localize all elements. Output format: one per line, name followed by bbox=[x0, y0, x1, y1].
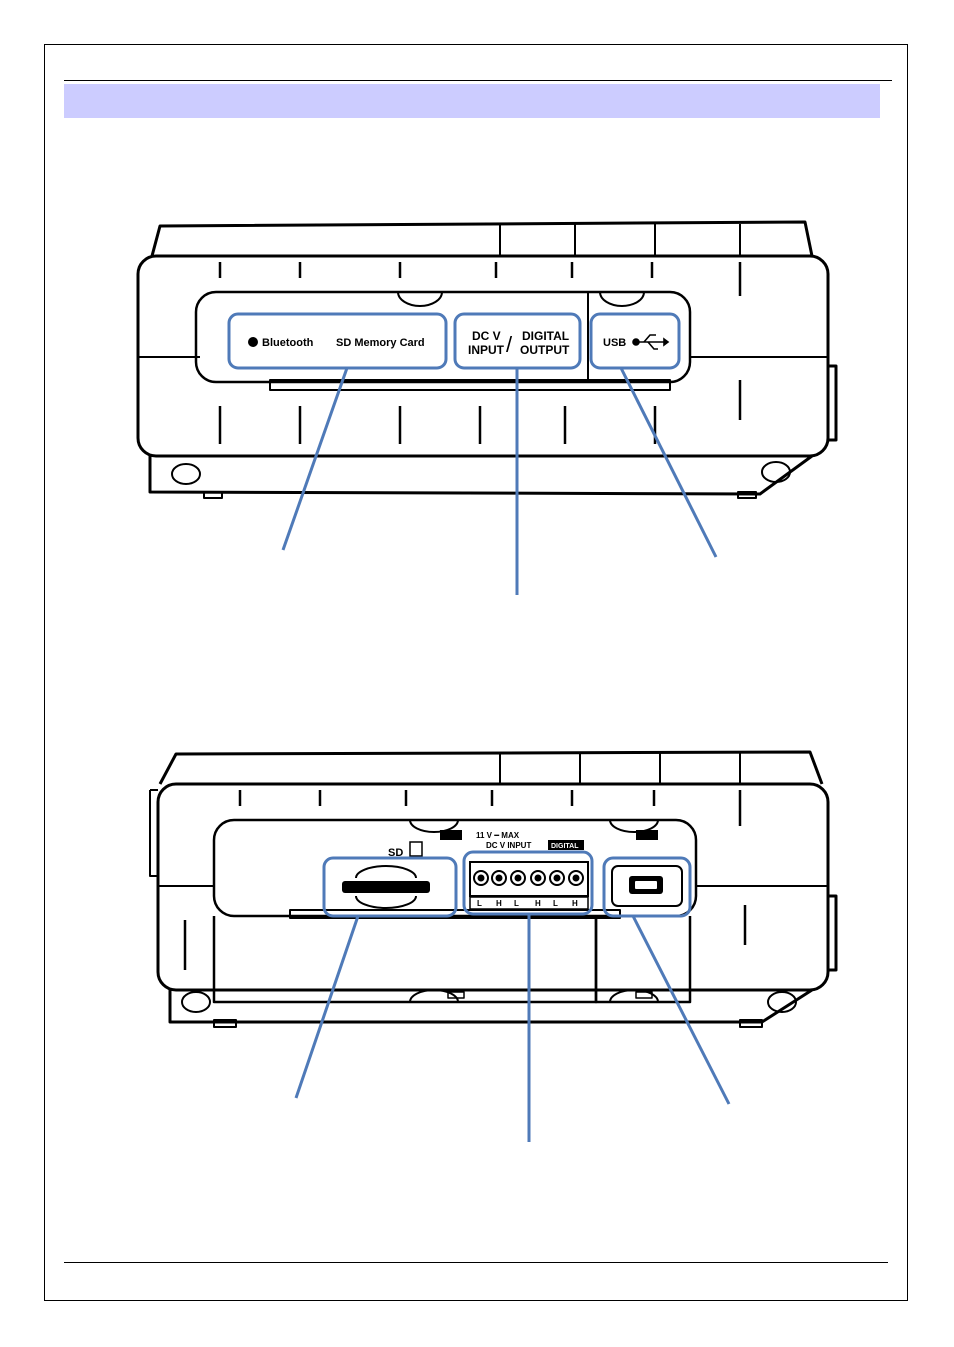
footer-rule bbox=[64, 1262, 888, 1263]
terminal-label-1: L bbox=[477, 899, 482, 908]
voltage-max-label: 11 V ━ MAX bbox=[476, 831, 520, 840]
digital-label: DIGITAL bbox=[522, 329, 569, 343]
input-label: INPUT bbox=[468, 343, 505, 357]
leader-line-bluetooth-sd bbox=[283, 368, 347, 550]
bluetooth-label: Bluetooth bbox=[262, 337, 314, 349]
device-top-panel-diagram: Bluetooth SD Memory Card DC V INPUT / DI… bbox=[0, 200, 954, 610]
dcv-input-label: DC V INPUT bbox=[486, 841, 531, 850]
digital-terminal-label: DIGITAL bbox=[551, 843, 579, 850]
bluetooth-label-group: Bluetooth bbox=[248, 337, 314, 349]
section-heading-band bbox=[64, 84, 880, 118]
header-rule bbox=[64, 80, 892, 81]
dc-input-digital-terminal-block: 11 V ━ MAX DC V INPUT DIGITAL L H L H L … bbox=[470, 831, 588, 909]
mini-usb-port bbox=[612, 866, 682, 906]
usb-icon bbox=[633, 335, 668, 349]
device-bottom-panel-diagram: SD 11 V ━ MAX DC V INPUT DIGITAL L H L H… bbox=[0, 740, 954, 1160]
terminal-label-4: H bbox=[535, 899, 541, 908]
sd-card-slot bbox=[342, 866, 430, 908]
sd-memory-card-label: SD Memory Card bbox=[336, 337, 425, 349]
slash-label: / bbox=[506, 332, 513, 357]
leader-line-sd-slot bbox=[296, 916, 358, 1098]
sd-card-icon bbox=[410, 842, 422, 856]
output-label: OUTPUT bbox=[520, 343, 570, 357]
terminal-label-2: H bbox=[496, 899, 502, 908]
terminal-label-3: L bbox=[514, 899, 519, 908]
terminal-label-6: H bbox=[572, 899, 578, 908]
usb-label: USB bbox=[603, 337, 626, 349]
terminal-label-5: L bbox=[553, 899, 558, 908]
leader-line-mini-usb bbox=[633, 916, 729, 1104]
leader-line-usb bbox=[621, 368, 716, 557]
dc-v-label: DC V bbox=[472, 329, 501, 343]
